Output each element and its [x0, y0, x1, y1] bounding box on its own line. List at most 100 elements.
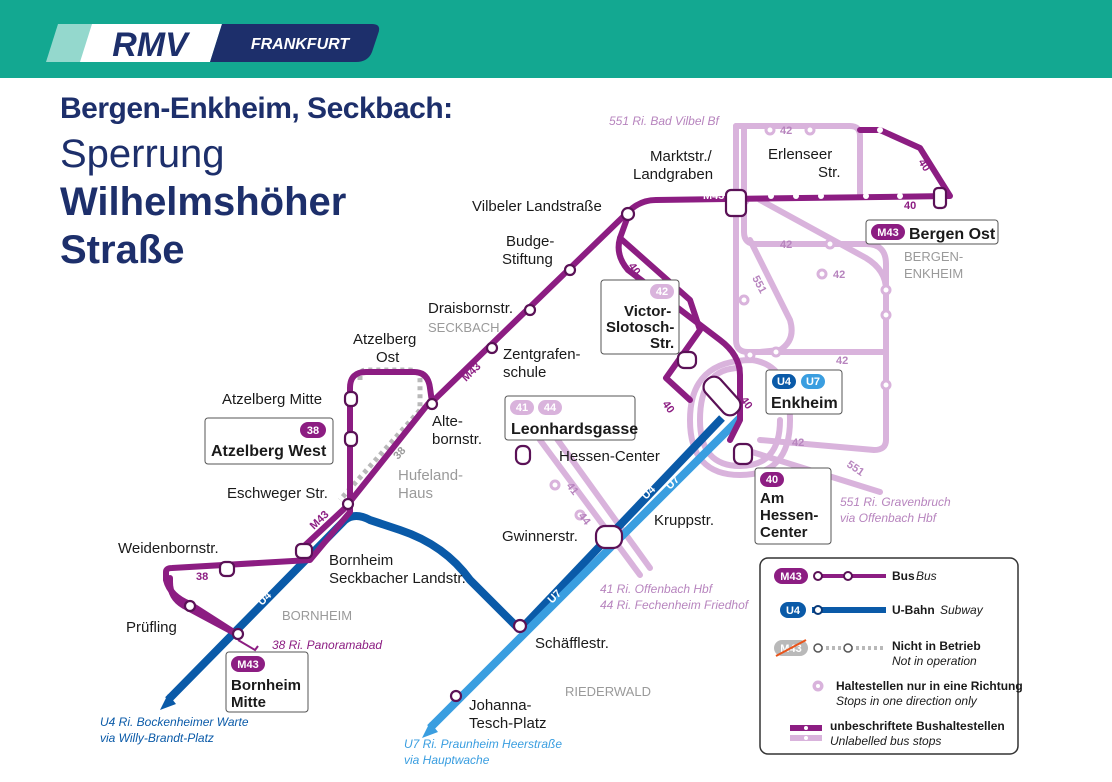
stop-card-bornheim-mitte: M43 Bornheim Mitte [225, 651, 309, 713]
label-atzelberg-ost-2: Ost [376, 349, 400, 366]
legend-bus-en: Bus [916, 569, 937, 583]
area-seckbach: SECKBACH [428, 320, 500, 335]
stop-card-leonhardsgasse: 41 44 Leonhardsgasse [504, 395, 638, 441]
stop-card-am-hessen-center: 40 Am Hessen- Center [754, 467, 832, 545]
label-erlenseer-1: Erlenseer [768, 146, 832, 163]
closed-stop-labels: Hufeland- Haus [398, 467, 463, 502]
stop-eschweger[interactable] [341, 497, 355, 511]
legend-unlabelled-en: Unlabelled bus stops [830, 734, 941, 748]
stop-draisborn[interactable] [523, 303, 537, 317]
bus-routes-purple [163, 127, 953, 639]
stop-budge[interactable] [563, 263, 577, 277]
stop-leonhardsgasse[interactable] [514, 444, 532, 466]
line-label-m43b: M43 [460, 361, 484, 385]
card-bornheim-mitte-1: Bornheim [231, 677, 301, 694]
card-victor-2: Slotosch- [606, 319, 674, 336]
legend-oneway-de: Haltestellen nur in eine Richtung [836, 679, 1023, 693]
line-label-42a: 42 [780, 125, 792, 137]
line-label-40e: 40 [904, 200, 916, 212]
badge-44: 44 [544, 402, 557, 414]
line-label-40c: 40 [738, 395, 755, 412]
line-label-m43: M43 [703, 190, 724, 202]
line-label-42d: 42 [836, 355, 848, 367]
badge-m43-bergen: M43 [877, 227, 898, 239]
dest-u7-2: via Hauptwache [404, 753, 490, 767]
stop-card-victor: 42 Victor- Slotosch- Str. [600, 279, 680, 355]
stop-labels: Marktstr./ Landgraben Erlenseer Str. Vil… [118, 146, 841, 732]
area-bergen-1: BERGEN- [904, 249, 963, 264]
card-bornheim-mitte-2: Mitte [231, 694, 266, 711]
stop-atzelberg-mitte[interactable] [343, 390, 359, 408]
badge-38: 38 [307, 425, 319, 437]
stop-victor-slotosch[interactable] [676, 350, 698, 370]
stop-bornheim-seckbacher[interactable] [294, 542, 314, 560]
one-way-stops [768, 127, 903, 199]
area-bornheim: BORNHEIM [282, 608, 352, 623]
badge-m43: M43 [237, 659, 258, 671]
stop-schaefflestr[interactable] [512, 618, 528, 634]
stop-gwinnerstr[interactable] [594, 524, 624, 550]
line-label-38: 38 [196, 571, 208, 583]
label-gwinnerstr: Gwinnerstr. [502, 528, 578, 545]
card-am-hessen-2: Hessen- [760, 507, 818, 524]
area-bergen-2: ENKHEIM [904, 266, 963, 281]
card-victor-3: Str. [650, 335, 674, 352]
stop-zentgrafen[interactable] [485, 341, 499, 355]
label-alte-1: Alte- [432, 413, 463, 430]
legend-oneway-en: Stops in one direction only [836, 694, 978, 708]
stop-johanna-tesch[interactable] [449, 689, 463, 703]
stop-marktstr[interactable] [724, 188, 748, 218]
stop-card-bergen-ost: M43 Bergen Ost [865, 219, 999, 245]
ubahn-lines [160, 415, 743, 738]
card-am-hessen-1: Am [760, 490, 784, 507]
line-label-41: 41 [564, 480, 581, 497]
title-block: Bergen-Enkheim, Seckbach: Sperrung Wilhe… [60, 92, 453, 274]
card-victor-1: Victor- [624, 303, 671, 320]
stop-enkheim-interchange[interactable] [700, 373, 744, 419]
line-label-40a: 40 [626, 261, 643, 278]
dest-u4-1: U4 Ri. Bockenheimer Warte [100, 715, 249, 729]
stop-bornheim-mitte[interactable] [231, 627, 245, 641]
dest-551-south-2: via Offenbach Hbf [840, 511, 938, 525]
label-marktstr-1: Marktstr./ [650, 148, 713, 165]
label-marktstr-2: Landgraben [633, 166, 713, 183]
label-pruefling: Prüfling [126, 619, 177, 636]
label-johanna-2: Tesch-Platz [469, 715, 547, 732]
oneway-icon-light [812, 680, 824, 692]
label-zentgrafen-1: Zentgrafen- [503, 346, 581, 363]
stop-pruefling[interactable] [183, 599, 197, 613]
stop-bergen-ost[interactable] [932, 186, 948, 210]
route-38-tail [237, 639, 259, 652]
line-label-m43c: M43 [308, 509, 332, 533]
label-atzelberg-ost-1: Atzelberg [353, 331, 416, 348]
page-title-line1: Sperrung [60, 132, 225, 176]
legend-badge-u4: U4 [786, 605, 801, 617]
legend-unlabelled-de: unbeschriftete Bushaltestellen [830, 719, 1005, 733]
label-atzelberg-mitte: Atzelberg Mitte [222, 391, 322, 408]
stop-weidenborn[interactable] [218, 560, 236, 578]
label-weidenborn: Weidenbornstr. [118, 540, 219, 557]
legend-ubahn-de: U-Bahn [892, 603, 935, 617]
stop-altebornstr[interactable] [425, 397, 439, 411]
dest-38: 38 Ri. Panoramabad [272, 638, 382, 652]
badge-u4: U4 [777, 376, 792, 388]
line-label-42b: 42 [780, 239, 792, 251]
dest-551-south-1: 551 Ri. Gravenbruch [840, 495, 951, 509]
label-hessen-center: Hessen-Center [559, 448, 660, 465]
card-bergen-ost-label: Bergen Ost [909, 226, 996, 243]
stop-atzelberg-west[interactable] [343, 430, 359, 448]
label-draisborn: Draisbornstr. [428, 300, 513, 317]
badge-41: 41 [516, 402, 528, 414]
label-hufeland-2: Haus [398, 485, 433, 502]
dest-41: 41 Ri. Offenbach Hbf [600, 582, 714, 596]
page-title-line3: Straße [60, 228, 185, 272]
label-budge-1: Budge- [506, 233, 554, 250]
stop-am-hessen-center[interactable] [732, 442, 754, 466]
stop-vilbeler[interactable] [620, 206, 636, 222]
legend-closed-de: Nicht in Betrieb [892, 639, 981, 653]
line-label-42c: 42 [833, 269, 845, 281]
line-label-40d: 40 [916, 157, 933, 174]
line-label-42e: 42 [792, 437, 804, 449]
card-atzelberg-west-label: Atzelberg West [211, 443, 327, 460]
